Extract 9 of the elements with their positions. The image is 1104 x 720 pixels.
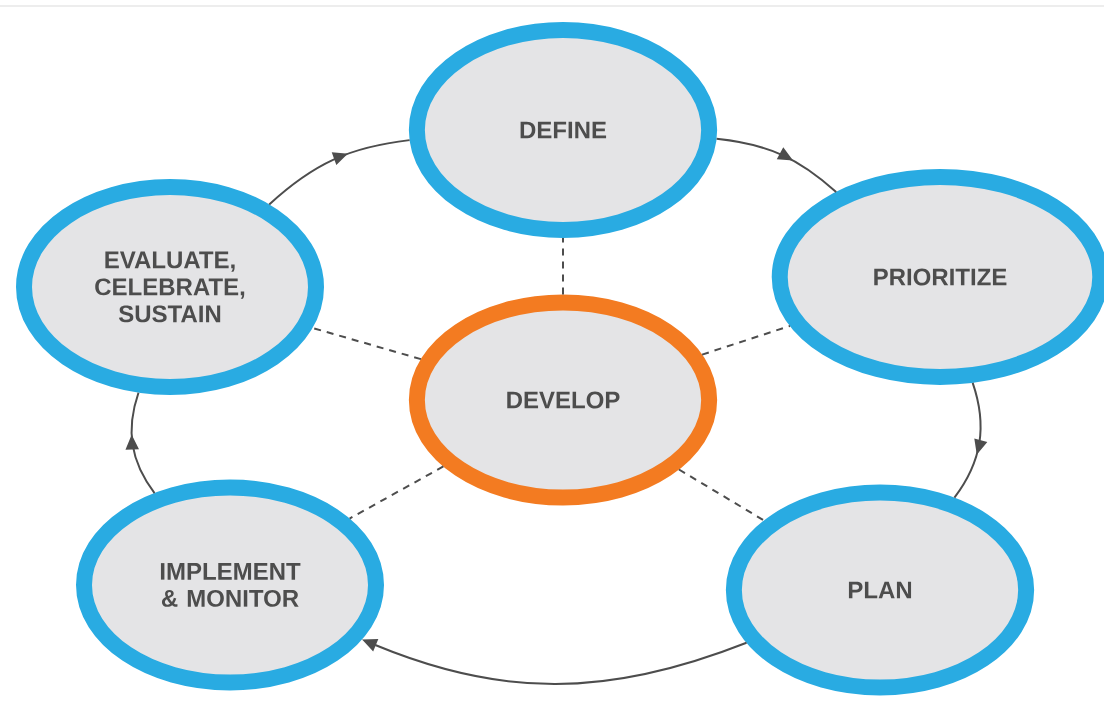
arrow (125, 391, 156, 495)
dashed-line (562, 237, 564, 296)
dashed-line (311, 326, 422, 361)
arrow (953, 381, 988, 499)
dashed-line (677, 468, 766, 522)
arrow (268, 139, 411, 206)
arrow (715, 137, 838, 193)
dashed-line (348, 465, 445, 520)
dashed-line (701, 324, 791, 356)
